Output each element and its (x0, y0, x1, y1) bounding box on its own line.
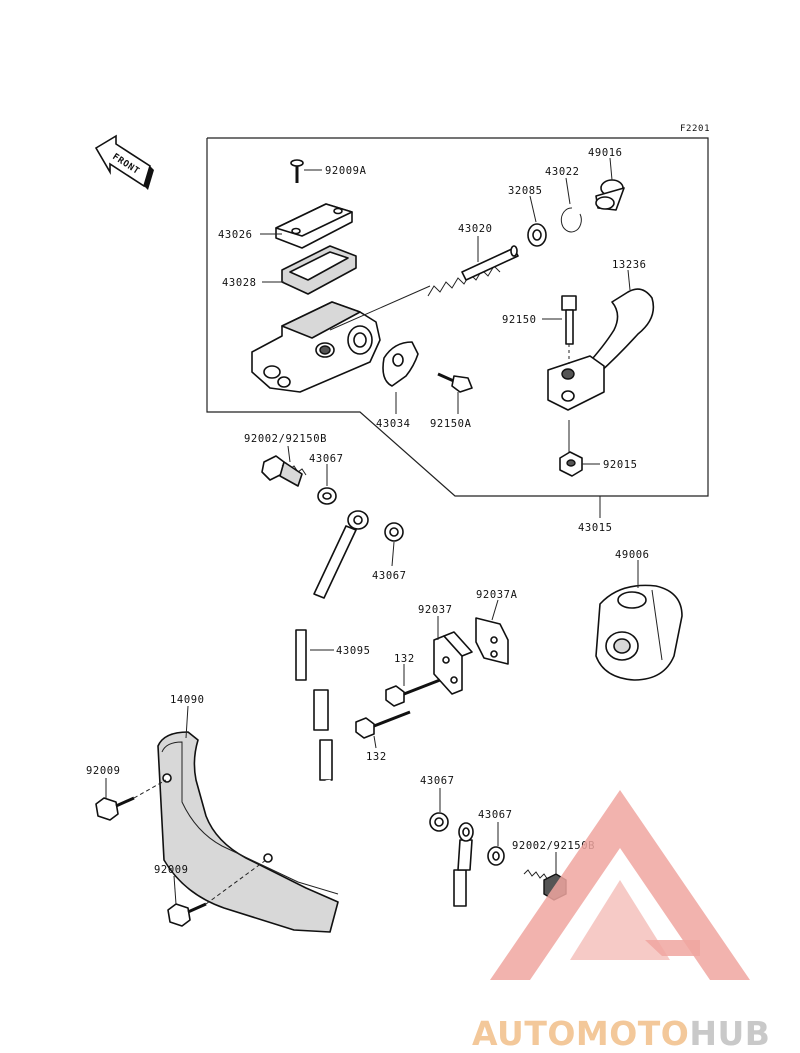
front-arrow-icon: FRONT (94, 134, 154, 190)
label-43026: 43026 (218, 229, 253, 241)
nut-92015 (559, 420, 583, 477)
label-92150A: 92150A (430, 418, 472, 430)
label-43020: 43020 (458, 223, 493, 235)
piston-43020 (427, 245, 519, 297)
watermark-text-part1: AUTOMOTO (472, 1014, 690, 1053)
label-49006: 49006 (615, 549, 650, 561)
screw-92009A (290, 159, 304, 183)
label-92015: 92015 (603, 459, 638, 471)
screw-92009-b (167, 859, 267, 927)
bolt-132-a (385, 678, 441, 707)
label-49016: 49016 (588, 147, 623, 159)
label-43067-c: 43067 (420, 775, 455, 787)
label-132-a: 132 (394, 653, 415, 665)
clamp-43034 (382, 341, 419, 387)
bracket-92037 (433, 631, 473, 695)
diagram-code: F2201 (680, 124, 710, 134)
cover-14090 (157, 731, 339, 933)
label-92009A: 92009A (325, 165, 367, 177)
washer-43067-c (429, 812, 449, 832)
bolt-132-b (355, 710, 411, 739)
banjo-bolt-92002-92150B-top (261, 455, 307, 487)
label-43095: 43095 (336, 645, 371, 657)
washer-43067-b (384, 522, 404, 542)
label-92037A: 92037A (476, 589, 518, 601)
master-cylinder-body (251, 301, 381, 393)
label-14090: 14090 (170, 694, 205, 706)
bolt-92150 (561, 295, 577, 364)
diaphragm-43028 (281, 245, 357, 295)
washer-43067-d (487, 846, 505, 866)
label-43067-a: 43067 (309, 453, 344, 465)
label-43067-b: 43067 (372, 570, 407, 582)
label-92002-92150B-bottom: 92002/92150B (512, 840, 595, 852)
lever-13236 (547, 288, 655, 411)
label-43022: 43022 (545, 166, 580, 178)
watermark-triangle-logo (490, 790, 750, 980)
label-43034: 43034 (376, 418, 411, 430)
label-43015: 43015 (578, 522, 613, 534)
label-92037: 92037 (418, 604, 453, 616)
washer-43067-a (317, 487, 337, 505)
plate-92037A (475, 617, 509, 665)
watermark-text-part2: HUB (689, 1014, 771, 1053)
label-92009-b: 92009 (154, 864, 189, 876)
brake-hose-43095 (295, 510, 474, 917)
screw-92009-a (95, 779, 167, 821)
label-132-b: 132 (366, 751, 387, 763)
label-43028: 43028 (222, 277, 257, 289)
label-92002-92150B-top: 92002/92150B (244, 433, 327, 445)
assembly-frame (206, 137, 709, 497)
label-32085: 32085 (508, 185, 543, 197)
washer-32085 (527, 223, 547, 247)
circlip-43022 (560, 207, 582, 233)
watermark-text: AUTOMOTOHUB (472, 1014, 770, 1053)
label-13236: 13236 (612, 259, 647, 271)
reservoir-cap-43026 (275, 203, 353, 249)
label-92009-a: 92009 (86, 765, 121, 777)
label-92150: 92150 (502, 314, 537, 326)
watermark: AUTOMOTOHUB (470, 780, 800, 1053)
bolt-92150A (437, 372, 473, 393)
guard-49006 (595, 584, 683, 681)
label-43067-d: 43067 (478, 809, 513, 821)
boot-49016 (595, 179, 625, 211)
